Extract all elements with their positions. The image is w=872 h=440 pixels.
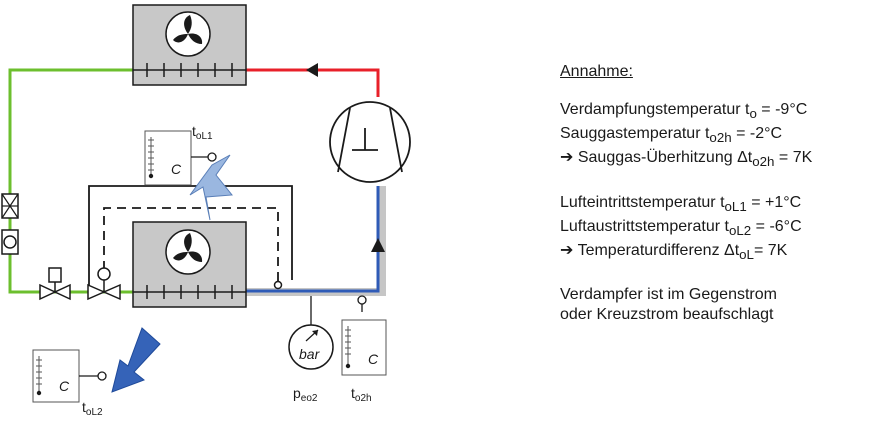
flow-arrow-icon [306,63,318,77]
air-outlet-temp-line: Luftaustrittstemperatur toL2 = -6°C [560,217,802,238]
air-inlet-temp-line: Lufteintrittstemperatur toL1 = +1°C [560,193,802,214]
temp-difference-line: ➔ Temperaturdifferenz ΔtoL= 7K [560,241,788,263]
sensor-capillary [103,207,279,282]
label-toL2: toL2 [82,399,103,418]
superheat-line: ➔ Sauggas-Überhitzung Δto2h = 7K [560,149,813,170]
hot-gas-line [246,68,380,97]
flow-mode-line-1: Verdampfer ist im Gegenstrom [560,286,777,304]
filter-drier-icon [1,193,19,219]
arrow-right-icon: ➔ [560,149,574,167]
thermometer-toL2: C [32,349,107,403]
air-outlet-arrow-icon [111,327,161,393]
expansion-valve-icon [87,267,121,301]
thermometer-to2h: C [341,295,387,376]
notes-heading: Annahme: [560,63,633,80]
flow-arrow-icon [371,238,385,252]
label-toL1: toL1 [192,123,213,142]
condenser-unit [132,4,247,86]
sight-glass-icon [1,229,19,255]
thermo-unit: C [59,378,70,394]
arrow-right-icon: ➔ [560,241,574,259]
label-peo2: peo2 [293,385,318,404]
compressor [329,101,411,183]
evaporation-temp-line: Verdampfungstemperatur to = -9°C [560,101,808,122]
suction-line [246,186,386,296]
thermo-unit: C [368,351,379,367]
suction-gas-temp-line: Sauggastemperatur to2h = -2°C [560,125,783,146]
air-duct [88,185,293,292]
flow-mode-line-2: oder Kreuzstrom beaufschlagt [560,306,774,324]
pressure-gauge-icon: bar [288,296,334,370]
fan-icon [165,229,211,275]
refrigeration-diagram: C toL1 C toL2 bar peo2 C to2h [1,4,411,418]
solenoid-valve-icon [39,267,71,301]
thermo-unit: C [171,161,182,177]
thermometer-toL1: C [144,130,217,186]
air-inlet-arrow-icon [189,154,233,221]
fan-icon [165,11,211,57]
assumptions-panel: Annahme: Verdampfungstemperatur to = -9°… [560,62,860,325]
gauge-unit: bar [299,346,321,362]
evaporator-unit [132,221,247,308]
liquid-line [8,68,133,294]
label-to2h: to2h [351,385,372,404]
